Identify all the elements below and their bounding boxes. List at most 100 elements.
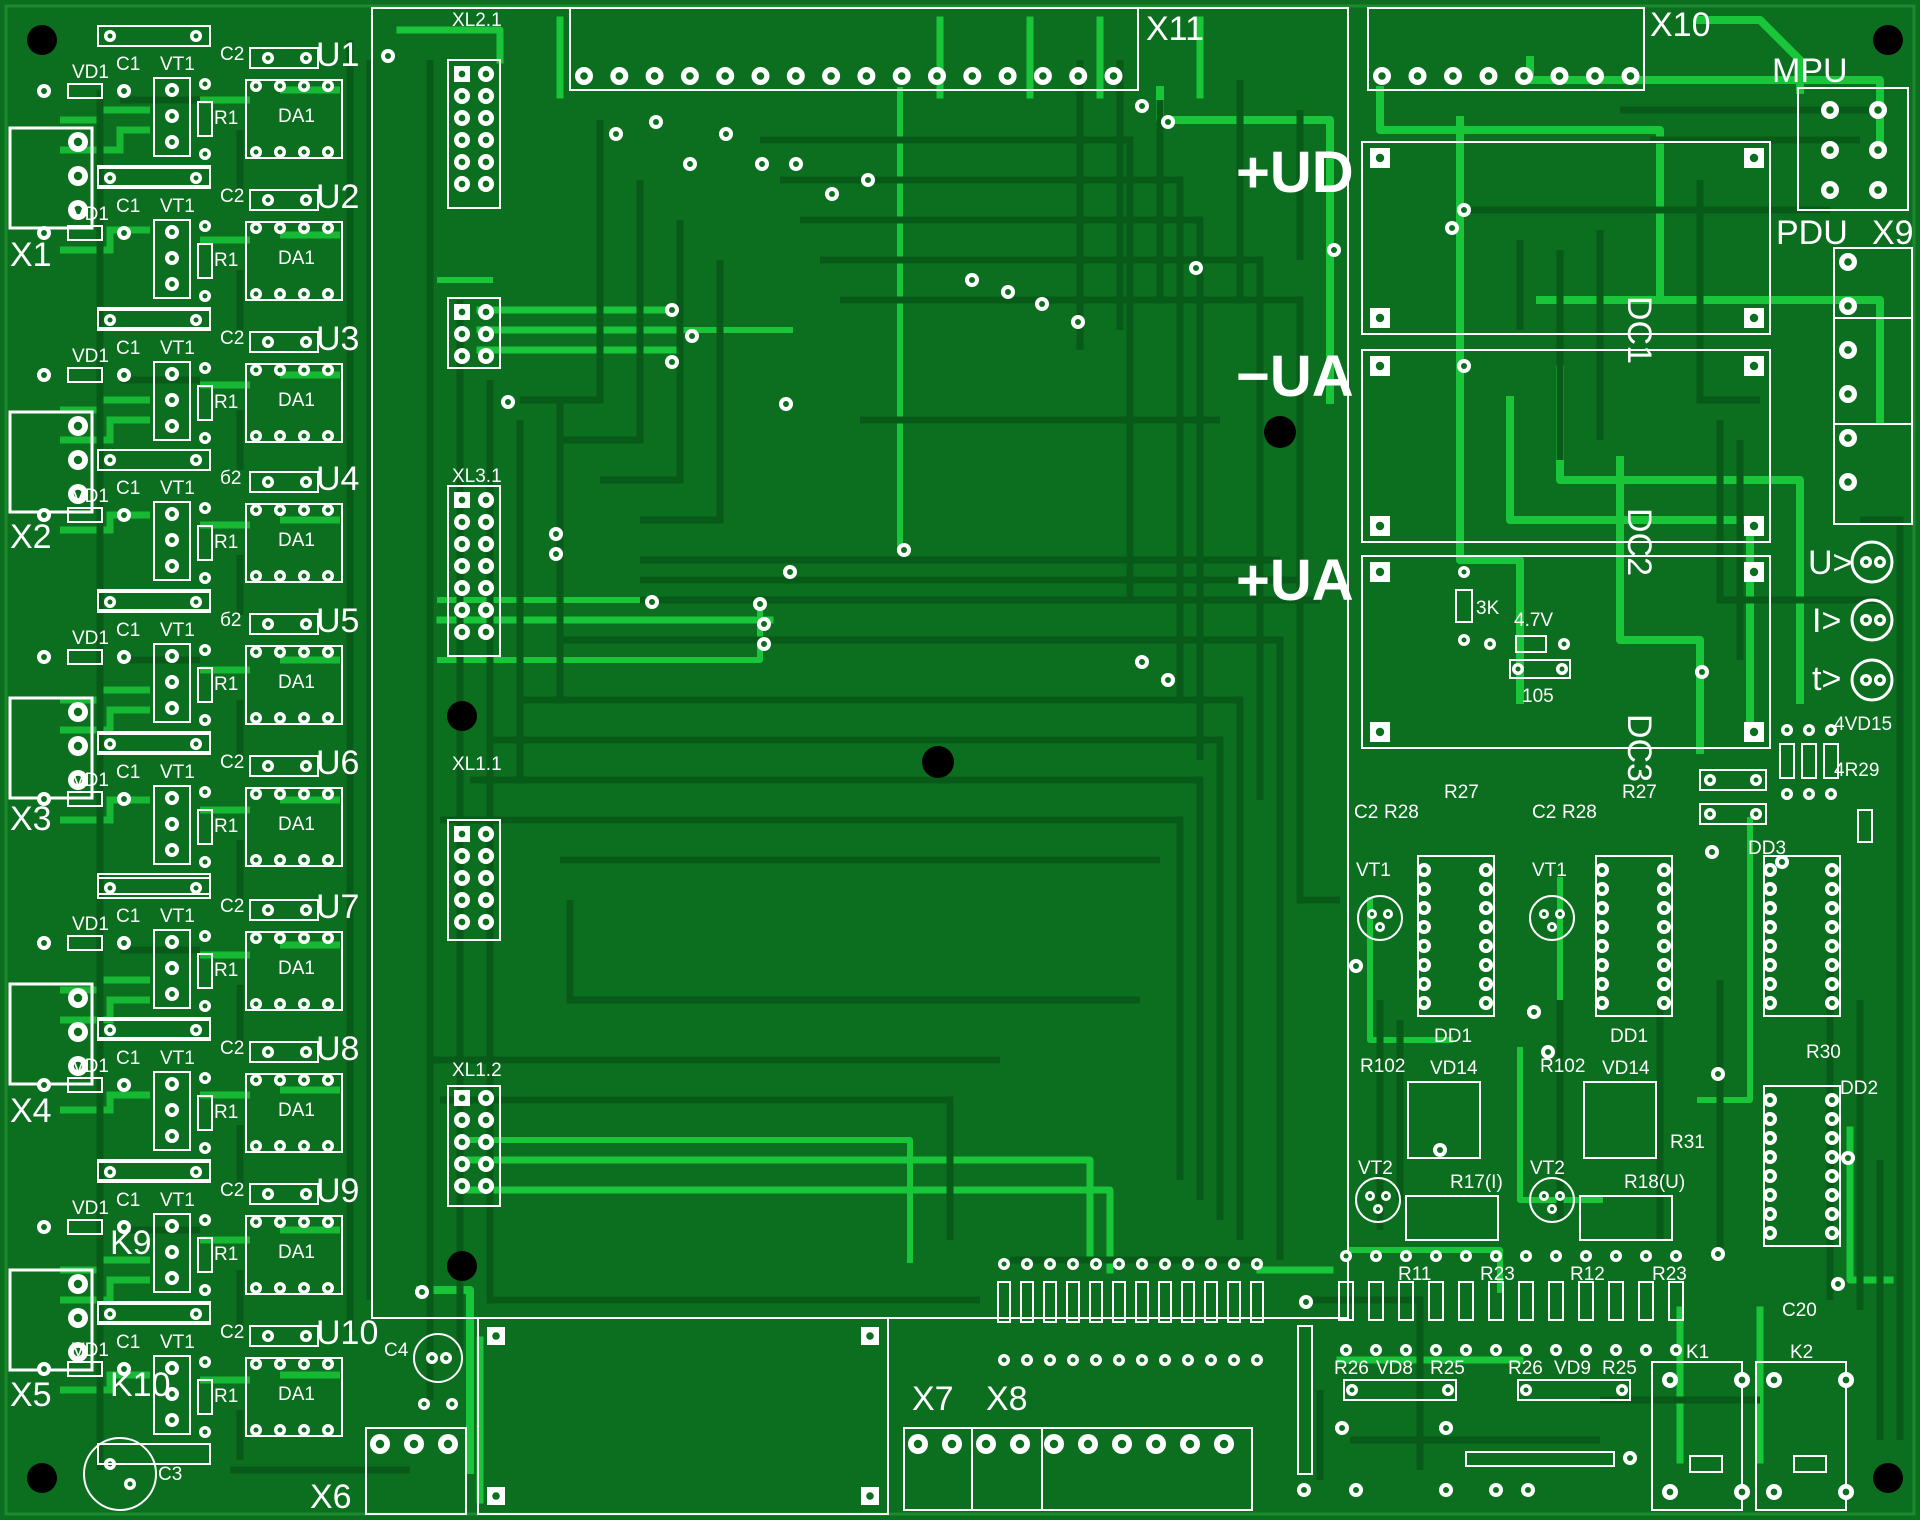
pad-hole	[482, 158, 490, 166]
pad	[117, 1220, 131, 1234]
capacitor-c1-outline	[97, 309, 211, 331]
pad	[199, 786, 211, 798]
diode-vd1-outline	[67, 1219, 103, 1235]
pad-hole	[121, 654, 127, 660]
pad	[300, 336, 312, 348]
pad-hole	[1666, 1488, 1674, 1496]
via-hole	[1193, 265, 1199, 271]
pad-hole	[721, 72, 729, 80]
pad	[274, 504, 286, 516]
pad-hole	[277, 1285, 283, 1291]
pad-hole	[458, 1182, 466, 1190]
pad	[1479, 958, 1493, 972]
part-label-vd1: VD1	[72, 486, 109, 507]
pad	[1417, 996, 1431, 1010]
mounting-hole	[1264, 416, 1296, 448]
resistor-long	[1297, 1325, 1313, 1475]
pad	[1657, 939, 1671, 953]
pad-hole	[73, 421, 83, 431]
capacitor-c3-outline	[83, 1437, 157, 1511]
pad	[1825, 920, 1839, 934]
part-label-r30: R30	[1806, 1042, 1841, 1063]
pad-hole	[202, 933, 208, 939]
part-label-r1: R1	[214, 108, 238, 129]
channel-7	[67, 877, 343, 1039]
pad	[165, 507, 179, 521]
pad	[1375, 922, 1385, 932]
pad	[322, 288, 334, 300]
pad-hole	[193, 885, 199, 891]
pad-hole	[1047, 1357, 1053, 1363]
channel-unit-label: U8	[316, 1030, 359, 1068]
resistor-body	[1158, 1281, 1172, 1323]
resistor-body	[1428, 1281, 1444, 1321]
pad	[1874, 556, 1886, 568]
via-hole	[1139, 659, 1145, 665]
pad-hole	[169, 653, 175, 659]
pad	[1214, 1434, 1234, 1454]
pad	[1555, 1191, 1565, 1201]
pad-hole	[169, 1275, 175, 1281]
pad-hole	[1445, 1387, 1451, 1393]
pad-hole	[482, 518, 490, 526]
pad-hole	[458, 874, 466, 882]
pad-hole	[41, 88, 47, 94]
pad-hole	[325, 1001, 331, 1007]
pad-hole	[107, 1311, 113, 1317]
pad-hole	[1109, 72, 1118, 80]
pad	[274, 1140, 286, 1152]
via-hole	[1443, 1487, 1449, 1493]
pad	[1595, 996, 1609, 1010]
pad	[1595, 901, 1609, 915]
pad-hole	[1139, 1357, 1145, 1363]
pad-hole	[277, 1427, 283, 1433]
pad	[165, 559, 179, 573]
pad	[1417, 901, 1431, 915]
via-hole	[653, 119, 659, 125]
pad	[454, 1178, 470, 1194]
pad	[250, 1424, 262, 1436]
pad-hole	[1829, 1192, 1835, 1198]
pad-hole	[202, 505, 208, 511]
via-hole	[1039, 301, 1045, 307]
via-hole	[1845, 1155, 1851, 1161]
pad-hole	[253, 433, 259, 439]
pad	[454, 558, 470, 574]
capacitor-105	[1509, 659, 1571, 679]
pad	[1763, 977, 1777, 991]
resistor-body	[1548, 1281, 1564, 1321]
connector-label-x5: X5	[10, 1376, 52, 1414]
part-label-vd8: VD8	[1376, 1358, 1413, 1379]
pad-hole	[121, 512, 127, 518]
pad-hole	[1599, 924, 1605, 930]
ic-da1-outline	[245, 1073, 343, 1153]
pad	[1067, 1258, 1079, 1270]
ic-da1-outline	[245, 645, 343, 725]
pad-hole	[253, 715, 259, 721]
via-hole	[1627, 1455, 1633, 1461]
part-label-da1: DA1	[278, 672, 315, 693]
pad-hole	[1151, 1439, 1161, 1449]
pad	[298, 1140, 310, 1152]
pad-hole	[933, 72, 941, 80]
part-label-vt1: VT1	[160, 1048, 195, 1069]
pad-hole	[1162, 1357, 1168, 1363]
pad	[478, 914, 494, 930]
pad-hole	[303, 1333, 309, 1339]
diode-vd1-outline	[67, 1361, 103, 1377]
header-outlines	[447, 59, 501, 1207]
pad	[165, 1387, 179, 1401]
part-label-da1: DA1	[278, 814, 315, 835]
pad	[1610, 1344, 1622, 1356]
pad-hole	[121, 372, 127, 378]
pad	[1430, 1344, 1442, 1356]
pad-hole	[277, 715, 283, 721]
pad	[165, 843, 179, 857]
pad-hole	[202, 789, 208, 795]
pad	[1205, 1258, 1217, 1270]
pad-hole	[277, 573, 283, 579]
part-label-r25-b: R25	[1602, 1358, 1637, 1379]
pad-hole	[253, 83, 259, 89]
pad-hole	[169, 229, 175, 235]
part-label-c1: C1	[116, 1048, 140, 1069]
